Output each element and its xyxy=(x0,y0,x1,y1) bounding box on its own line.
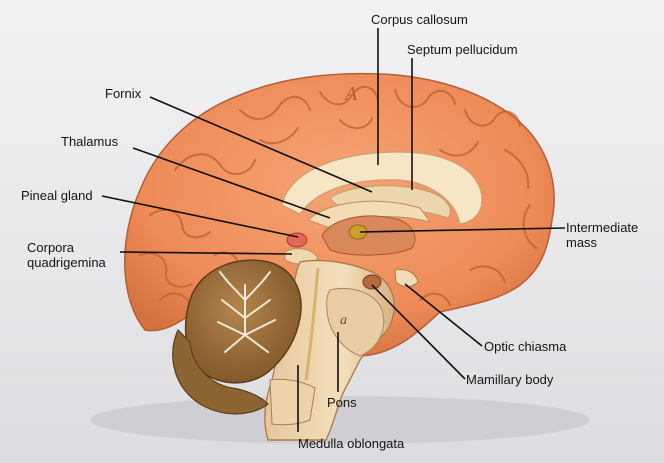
label-pons: Pons xyxy=(327,395,357,410)
leader-pineal-gland xyxy=(101,195,299,238)
lower-cerebellum-lobe xyxy=(172,328,269,415)
leader-fornix xyxy=(149,96,373,193)
label-intermediate-mass-line2: mass xyxy=(566,235,598,250)
label-intermediate-mass-line1: Intermediate xyxy=(566,220,639,235)
leader-corpora-quadrigemina xyxy=(119,251,293,255)
label-thalamus: Thalamus xyxy=(61,134,119,149)
leader-optic-chiasma xyxy=(404,283,483,347)
corpus-callosum-shape xyxy=(281,151,483,225)
label-corpora-quadrigemina-line2: quadrigemina xyxy=(27,255,106,270)
aqueduct-line xyxy=(304,267,320,381)
pons-marking: a xyxy=(340,313,347,328)
medulla-oblongata-shape xyxy=(269,378,316,426)
leader-thalamus xyxy=(132,147,331,219)
optic-chiasma-shape xyxy=(394,269,419,287)
label-medulla-oblongata: Medulla oblongata xyxy=(298,436,405,451)
label-intermediate-mass: Intermediate mass xyxy=(566,220,638,250)
label-corpora-quadrigemina: Corpora quadrigemina xyxy=(27,240,106,270)
arbor-vitae xyxy=(217,271,276,353)
leader-intermediate-mass xyxy=(359,227,566,233)
label-corpora-quadrigemina-line1: Corpora xyxy=(27,240,74,255)
thalamus-shape xyxy=(321,215,416,256)
leader-mamillary-body xyxy=(371,284,466,380)
label-pineal-gland: Pineal gland xyxy=(21,188,93,203)
pons-shape xyxy=(326,287,385,357)
cortex-marking: A xyxy=(343,83,358,105)
label-fornix: Fornix xyxy=(105,86,142,101)
label-septum-pellucidum: Septum pellucidum xyxy=(407,42,518,57)
label-mamillary-body: Mamillary body xyxy=(466,372,554,387)
leader-lines xyxy=(101,28,566,432)
mamillary-body-shape xyxy=(362,274,382,290)
label-corpus-callosum: Corpus callosum xyxy=(371,12,468,27)
label-optic-chiasma: Optic chiasma xyxy=(484,339,567,354)
